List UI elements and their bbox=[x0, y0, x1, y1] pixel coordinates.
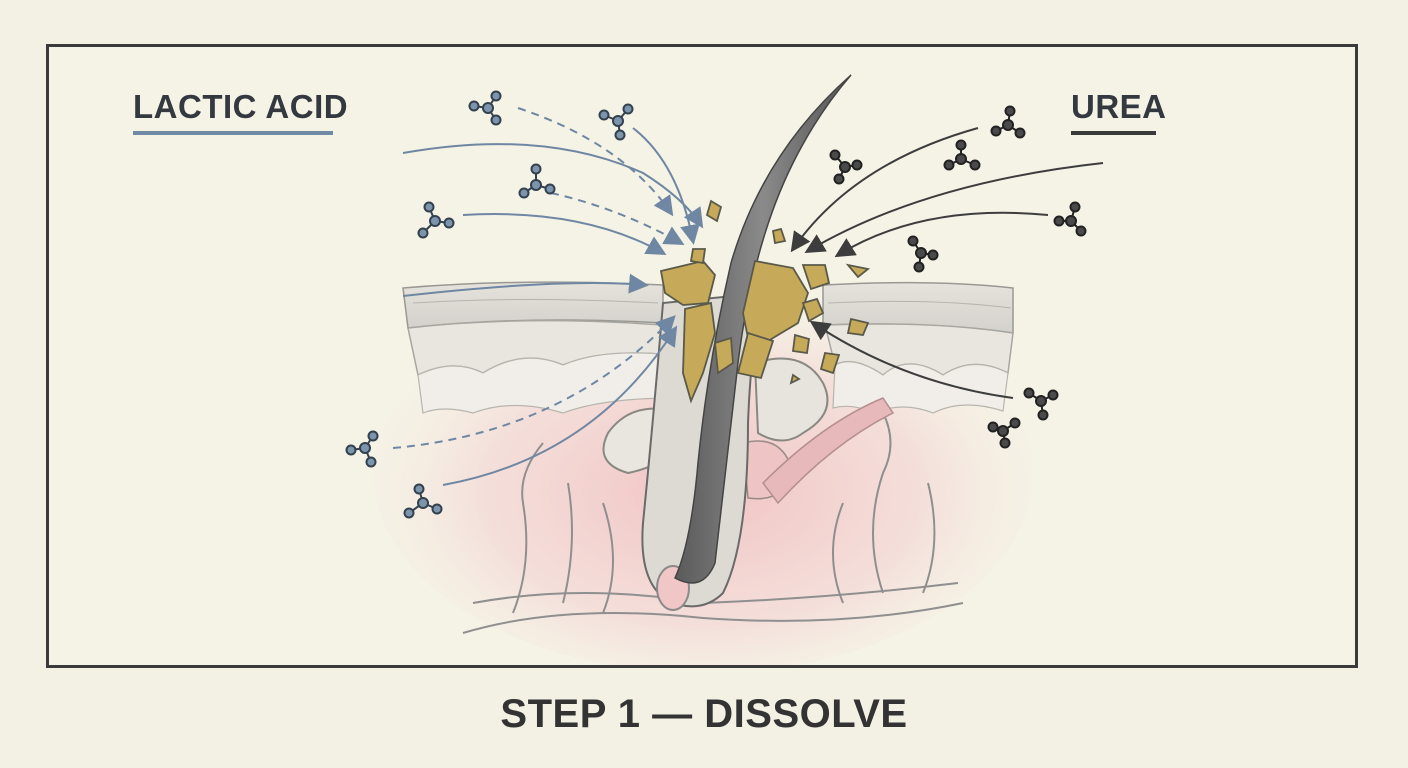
molecule-icon bbox=[518, 163, 556, 199]
urea-underline bbox=[1071, 131, 1156, 135]
molecule-icon bbox=[403, 483, 443, 519]
arrow-icon bbox=[804, 162, 1104, 254]
arrow-icon bbox=[442, 325, 678, 486]
arrow-icon bbox=[402, 273, 649, 297]
follicle-illustration bbox=[345, 74, 1104, 665]
molecule-icon bbox=[1023, 387, 1059, 421]
arrow-icon bbox=[834, 211, 1049, 258]
arrow-icon bbox=[392, 315, 676, 449]
molecule-icon bbox=[987, 417, 1021, 449]
molecule-icon bbox=[990, 105, 1026, 139]
diagram-frame bbox=[46, 44, 1358, 668]
urea-arrows bbox=[790, 127, 1104, 399]
molecule-icon bbox=[598, 103, 634, 141]
lactic-acid-label: LACTIC ACID bbox=[133, 88, 349, 125]
molecule-icon bbox=[829, 149, 863, 185]
arrow-icon bbox=[550, 192, 685, 245]
lactic-acid-arrows bbox=[392, 107, 704, 486]
arrow-icon bbox=[517, 107, 674, 217]
arrector-pili-muscle bbox=[762, 397, 895, 505]
arrow-icon bbox=[809, 320, 1014, 399]
arrow-icon bbox=[632, 127, 700, 245]
molecule-icon bbox=[1053, 201, 1087, 237]
molecule-icon bbox=[468, 90, 502, 126]
molecule-icon bbox=[943, 139, 981, 171]
epidermis-layers bbox=[402, 281, 1014, 414]
molecule-icon bbox=[907, 235, 939, 273]
step-caption: STEP 1 — DISSOLVE bbox=[500, 692, 908, 736]
arrow-icon bbox=[402, 143, 704, 229]
keratin-plug bbox=[659, 199, 871, 404]
urea-label: UREA bbox=[1071, 88, 1167, 125]
molecule-icon bbox=[417, 201, 455, 239]
hair-follicle-icon bbox=[674, 74, 852, 584]
lactic-acid-molecules bbox=[345, 90, 634, 519]
urea-molecules bbox=[829, 105, 1087, 449]
arrow-icon bbox=[462, 213, 667, 255]
arrow-icon bbox=[790, 127, 979, 253]
lactic-acid-underline bbox=[133, 131, 333, 135]
molecule-icon bbox=[345, 430, 379, 468]
